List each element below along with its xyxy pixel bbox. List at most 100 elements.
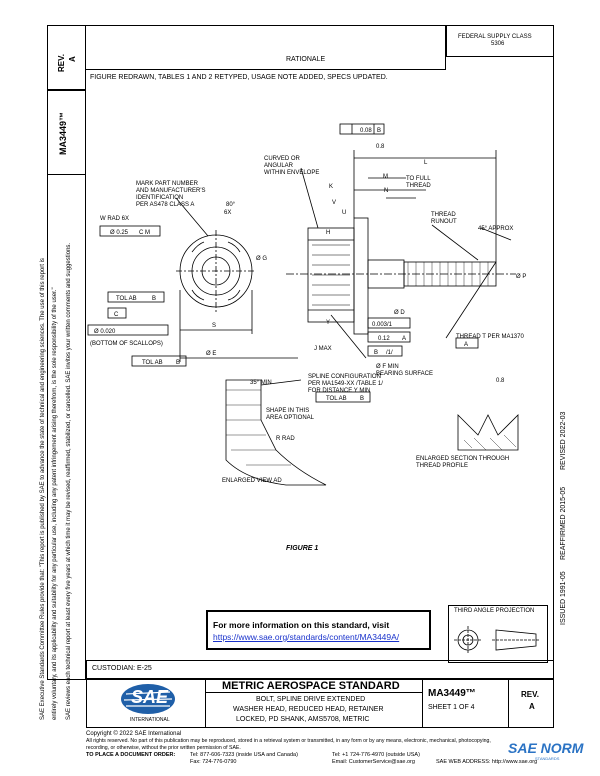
sae-logo-sub: INTERNATIONAL [130, 717, 170, 723]
dim-u: U [342, 210, 346, 216]
fsc-value: 5306 [491, 41, 505, 47]
w-rad-label: W RAD 6X [100, 216, 129, 222]
six-x-label: 6X [224, 210, 231, 216]
tol-ab-3: TOL AB [326, 396, 347, 402]
perp-ref: B [377, 128, 381, 134]
rationale-title: RATIONALE [286, 56, 326, 63]
rights-line-2: recording, or otherwise, without the pri… [86, 745, 241, 751]
std-title-underline [205, 692, 423, 693]
title-block [86, 678, 554, 728]
rev-label-side: REV. [57, 54, 66, 72]
rev-corner-box [47, 25, 86, 90]
tol-0003: 0.003/1 [372, 322, 393, 328]
min-35: 35° MIN [250, 380, 272, 386]
enlarged-view-ad [225, 379, 327, 486]
fsc-label: FEDERAL SUPPLY CLASS [458, 34, 532, 40]
issued-date: ISSUED 1991-05 [560, 571, 567, 625]
thread-t: THREAD T PER MA1370 [456, 334, 524, 340]
sae-logo: SAE INTERNATIONAL [118, 682, 178, 726]
desc-line-2: WASHER HEAD, REDUCED HEAD, RETAINER [233, 706, 384, 713]
web-address[interactable]: SAE WEB ADDRESS: http://www.sae.org [436, 759, 538, 765]
figure-caption: FIGURE 1 [286, 545, 318, 552]
title-right-divider [508, 678, 509, 728]
tol-ab-2: TOL AB [142, 360, 163, 366]
rationale-box [86, 25, 446, 70]
tel-inside: Tel: 877-606-7323 (inside USA and Canada… [190, 752, 298, 758]
copyright: Copyright © 2022 SAE International [86, 731, 182, 737]
custodian-label: CUSTODIAN: E-25 [92, 665, 152, 672]
page-frame [47, 25, 554, 680]
reaffirmed-date: REAFFIRMED 2015-05 [560, 486, 567, 560]
fax: Fax: 724-776-0790 [190, 759, 237, 765]
rights-line-1: All rights reserved. No part of this pub… [86, 738, 491, 744]
bottom-scallops: (BOTTOM OF SCALLOPS) [90, 341, 163, 347]
angle-80: 80° [226, 202, 236, 208]
sheet-label: SHEET 1 OF 4 [428, 704, 475, 711]
sae-logo-mark [121, 684, 175, 714]
c-datum: C [114, 312, 119, 318]
projection-symbol [454, 626, 540, 654]
notice-line-2: entirely voluntary, and its applicabilit… [52, 287, 58, 720]
finish-08-b: 0.8 [496, 378, 505, 384]
desc-line-1: BOLT, SPLINE DRIVE EXTENDED [256, 696, 366, 703]
rationale-text: FIGURE REDRAWN, TABLES 1 AND 2 RETYPED, … [90, 74, 388, 81]
dim-y: Y [326, 320, 330, 326]
left-strip-frame [47, 25, 86, 680]
dim-l: L [424, 160, 428, 166]
a-datum: A [464, 342, 468, 348]
order-label: TO PLACE A DOCUMENT ORDER: [86, 752, 176, 758]
notice-line-3: SAE reviews each technical report at lea… [66, 242, 72, 720]
projection-box [448, 605, 548, 663]
dim-s: S [212, 323, 216, 329]
rev-label: REV. [521, 690, 539, 699]
tol-ab-1: TOL AB [116, 296, 137, 302]
projection-title: THIRD ANGLE PROJECTION [454, 608, 535, 614]
tol-012: 0.12 [378, 336, 390, 342]
r-rad: R RAD [276, 436, 295, 442]
fsc-box [446, 25, 554, 57]
tel-outside: Tel: +1 724-776-4970 (outside USA) [332, 752, 420, 758]
fcf1-value: Ø 0.25 [110, 230, 129, 236]
rev-value: A [529, 702, 535, 711]
fcf1-ref: C M [139, 230, 150, 236]
perp-value: 0.08 [360, 128, 372, 134]
dim-g: Ø G [256, 256, 267, 262]
dim-v: V [332, 200, 336, 206]
washer-flange [353, 217, 369, 335]
a-ref: A [402, 336, 406, 342]
watermark-sub: STANDARDS [535, 756, 560, 761]
finish-08-a: 0.8 [376, 144, 385, 150]
docnum-side-box [47, 90, 86, 175]
fcf2-value: Ø 0.020 [94, 329, 116, 335]
dim-n: N [384, 188, 388, 194]
dim-p: Ø P [516, 274, 526, 280]
watermark-logo: SAE NORM [508, 740, 584, 756]
notice-line-1: SAE Executive Standards Committee Rules … [40, 258, 46, 720]
doc-number-side: MA3449™ [58, 111, 68, 155]
b-ref-1: B [152, 296, 156, 302]
std-title: METRIC AEROSPACE STANDARD [222, 680, 400, 692]
dim-m: M [383, 174, 388, 180]
sae-logo-text: SAE [131, 687, 169, 707]
rev-value-side: A [68, 56, 77, 62]
dim-e: Ø E [206, 351, 216, 357]
j-max: J MAX [314, 346, 332, 352]
b-ref-4: B [360, 396, 364, 402]
info-box [206, 610, 431, 650]
enlarged-view-label: ENLARGED VIEW AD [222, 478, 282, 484]
slash-1: /1/ [386, 350, 393, 356]
custodian-row [86, 660, 554, 678]
info-url-link[interactable]: https://www.sae.org/standards/content/MA… [213, 632, 400, 642]
email: Email: CustomerService@sae.org [332, 759, 415, 765]
thread-section [457, 414, 519, 451]
title-center-box [205, 678, 423, 728]
dim-d: Ø D [394, 310, 405, 316]
